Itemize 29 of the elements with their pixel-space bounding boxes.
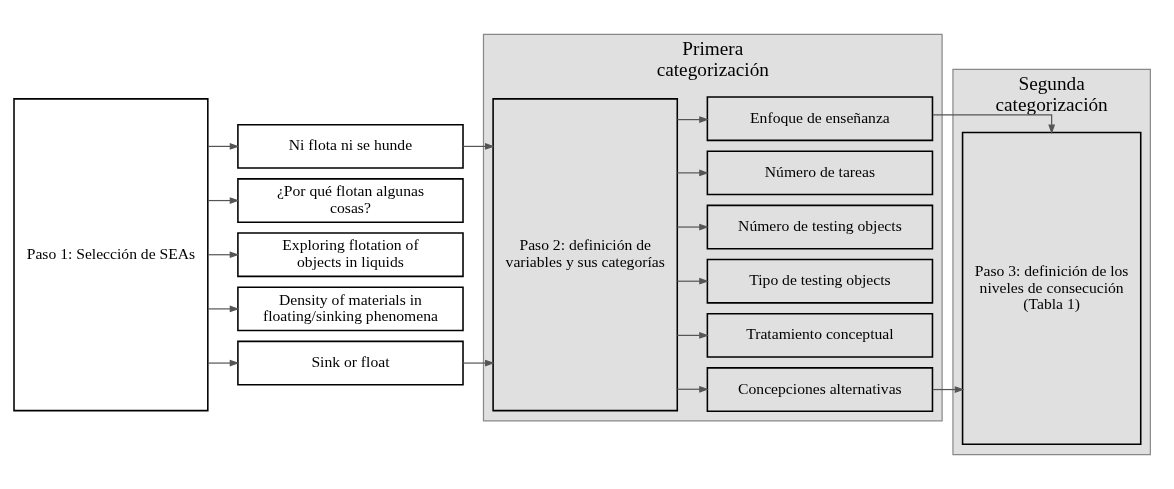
arrow [932, 386, 965, 393]
arrow [676, 223, 709, 231]
node-box: Enfoque de enseñanza [706, 96, 934, 142]
node-box: Tratamiento conceptual [706, 312, 934, 358]
arrow [207, 359, 240, 367]
node-box: Ni flota ni se hunde [237, 123, 464, 169]
node-box: Número de testing objects [706, 204, 934, 250]
arrow [462, 143, 495, 150]
node-box: Tipo de testing objects [706, 258, 934, 304]
node-box: ¿Por qué flotan algunas cosas? [237, 178, 464, 223]
node-box: Número de tareas [706, 150, 934, 196]
node-box: Sink or float [237, 340, 464, 386]
arrow [207, 143, 240, 150]
arrow [676, 169, 709, 177]
arrow [676, 332, 709, 339]
node-box: Paso 2: definición de variables y sus categorías [492, 98, 679, 412]
arrow [676, 385, 709, 393]
arrow [207, 305, 240, 313]
arrow [932, 114, 1056, 135]
node-box: Density of materials in floating/sinking phenomena [237, 286, 464, 332]
arrow [207, 251, 240, 259]
node-box: Paso 3: definición de los niveles de consecución (Tabla 1) [961, 131, 1142, 446]
arrow [676, 277, 709, 285]
arrow [462, 359, 495, 367]
node-box: Exploring flotation of objects in liquids [237, 232, 464, 278]
arrow [207, 197, 240, 204]
node-box: Concepciones alternativas [706, 367, 934, 412]
arrow [676, 116, 709, 123]
node-box: Paso 1: Selección de SEAs [13, 98, 209, 412]
